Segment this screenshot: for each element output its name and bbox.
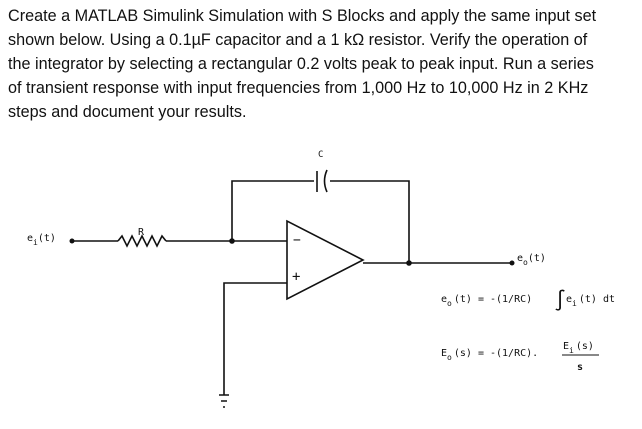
- problem-line: of transient response with input frequen…: [8, 79, 589, 97]
- fraction-numerator: Ei(s): [563, 341, 594, 355]
- input-terminal: [69, 238, 75, 244]
- integral-sign: ∫: [554, 288, 566, 312]
- problem-statement: Create a MATLAB Simulink Simulation with…: [8, 4, 636, 124]
- capacitor-label: C: [318, 150, 323, 160]
- svg-text:eo(t) = -(1/RC): eo(t) = -(1/RC): [441, 294, 532, 308]
- integrator-equation-laplace: Eo(s) = -(1/RC). Ei(s) s: [441, 341, 599, 373]
- integrator-equation-time: eo(t) = -(1/RC) ∫ ei(t) dt: [441, 288, 615, 312]
- output-terminal: [509, 260, 515, 266]
- problem-line: the integrator by selecting a rectangula…: [8, 55, 594, 73]
- feedback-wire-left: [231, 180, 314, 241]
- op-amp-symbol: [286, 219, 365, 301]
- input-label: ei(t): [27, 233, 56, 247]
- problem-line: shown below. Using a 0.1µF capacitor and…: [8, 31, 588, 49]
- feedback-wire-right: [330, 180, 410, 263]
- output-label: eo(t): [517, 253, 546, 267]
- output-node: [406, 260, 412, 266]
- inverting-node: [229, 238, 235, 244]
- problem-line: steps and document your results.: [8, 103, 247, 121]
- problem-line: Create a MATLAB Simulink Simulation with…: [8, 7, 597, 25]
- ground-symbol: [219, 394, 229, 408]
- ground-wire: [223, 282, 287, 395]
- capacitor-plate-right: [323, 169, 328, 193]
- svg-text:ei(t) dt: ei(t) dt: [566, 294, 615, 308]
- op-amp-minus-sign: −: [293, 233, 301, 248]
- op-amp-plus-sign: +: [292, 269, 300, 285]
- svg-text:Eo(s) = -(1/RC).: Eo(s) = -(1/RC).: [441, 348, 538, 362]
- fraction-denominator: s: [577, 362, 583, 373]
- resistor-symbol: [117, 234, 167, 248]
- resistor-label: R: [138, 227, 145, 238]
